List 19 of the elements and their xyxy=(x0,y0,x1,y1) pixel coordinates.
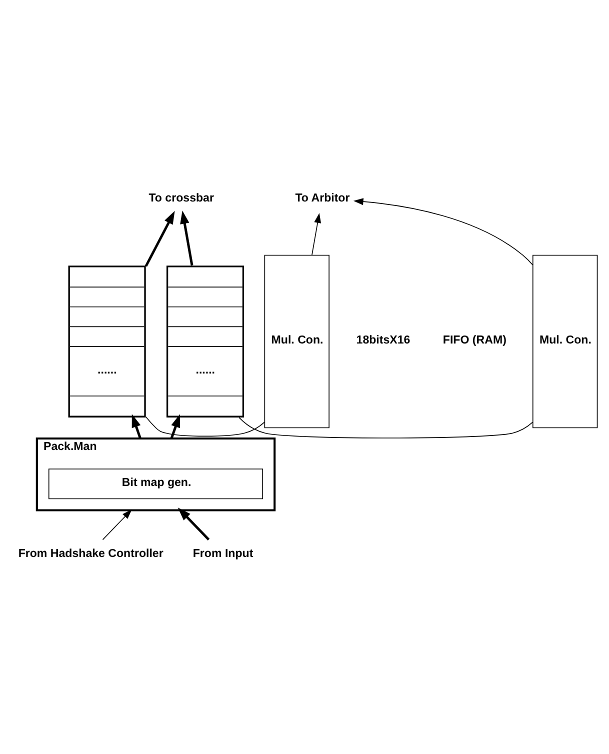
node-box: Mul. Con. xyxy=(532,254,598,428)
arrow xyxy=(132,414,142,439)
arrow xyxy=(312,213,322,256)
arrow xyxy=(178,508,210,541)
connector xyxy=(145,416,265,437)
node-text: From Hadshake Controller xyxy=(18,548,164,560)
node-box: Bit map gen. xyxy=(48,468,264,500)
arrow xyxy=(353,198,534,266)
arrow xyxy=(170,414,180,439)
arrow xyxy=(144,210,175,267)
arrow xyxy=(102,509,132,540)
node-text: To Arbitor xyxy=(295,192,350,204)
label: FIFO (RAM) xyxy=(442,334,506,347)
label: 18bitsX16 xyxy=(356,334,410,347)
node-text: To crossbar xyxy=(148,192,214,204)
node-text: From Input xyxy=(192,548,254,560)
arrow xyxy=(180,210,194,266)
node-box: Mul. Con. xyxy=(264,254,330,428)
connector xyxy=(238,417,533,438)
